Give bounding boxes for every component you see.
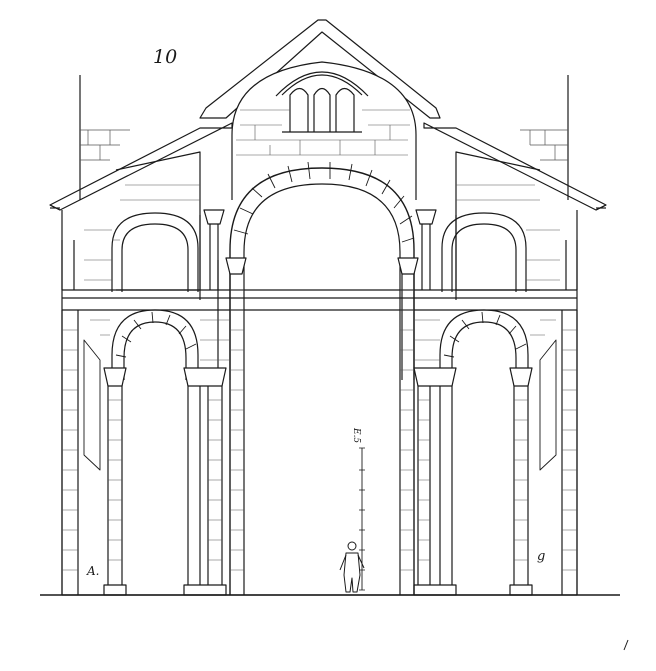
facade-outline	[40, 210, 620, 596]
corner-mark	[623, 639, 629, 651]
scale-label: E.5	[351, 428, 361, 444]
outer-walls	[61, 240, 578, 595]
masonry-coursing	[62, 109, 577, 571]
artist-signature: g	[537, 549, 546, 564]
height-scale	[359, 447, 365, 591]
upper-gable	[231, 61, 417, 200]
background-masonry	[80, 129, 568, 161]
columns	[103, 209, 533, 596]
lower-side-arches	[111, 309, 529, 380]
central-arch	[229, 161, 415, 595]
roof-lines	[49, 19, 607, 211]
corner-posts	[79, 75, 569, 200]
point-label-a: A.	[87, 564, 100, 578]
figure-number: 10	[153, 46, 178, 68]
scale-figure	[339, 541, 365, 593]
upper-side-arches	[111, 212, 527, 292]
side-upper-walls	[115, 151, 541, 291]
